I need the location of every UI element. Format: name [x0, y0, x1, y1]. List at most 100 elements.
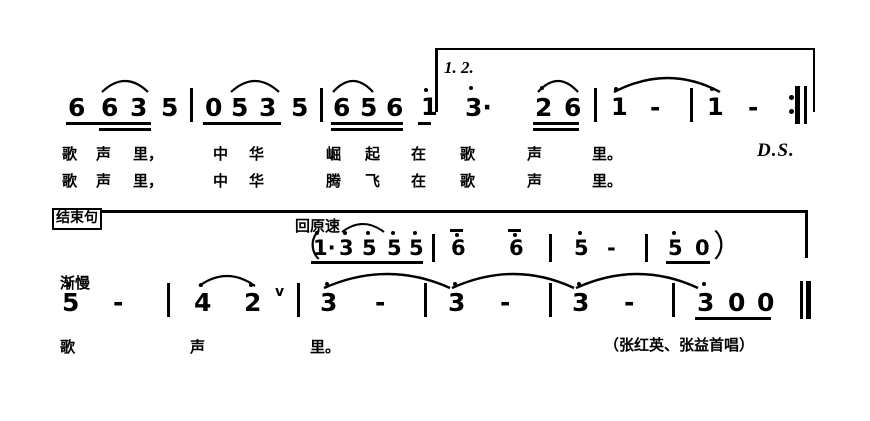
- octave-dot-high: [513, 233, 517, 237]
- note-6: 6: [564, 93, 582, 122]
- repeat-dot: [789, 95, 794, 100]
- lyric-char: 在: [411, 145, 427, 163]
- sustain-dash: -: [650, 93, 661, 122]
- barline: [190, 88, 193, 122]
- barline: [320, 88, 323, 122]
- beam: [666, 261, 710, 264]
- beam: [695, 317, 771, 320]
- note-5-high: 5: [668, 236, 683, 260]
- note-2-high: 2: [244, 288, 262, 317]
- octave-dot-high: [453, 282, 457, 286]
- tie: [451, 272, 575, 290]
- note-6: 6: [386, 93, 404, 122]
- ds-marking: D.S.: [757, 140, 795, 161]
- slur: [332, 79, 374, 93]
- barline: [167, 283, 170, 317]
- barline: [549, 234, 552, 262]
- beam: [331, 122, 403, 125]
- note-3-high: 3: [339, 236, 354, 260]
- octave-dot-high: [455, 233, 459, 237]
- barline: [690, 88, 693, 122]
- section-bracket-top: [52, 210, 807, 213]
- lyric-char: 歌: [62, 172, 78, 190]
- sustain-dash: -: [624, 288, 635, 317]
- lyric-char: 歌: [460, 172, 476, 190]
- tie: [323, 272, 451, 290]
- octave-dot-high: [67, 283, 71, 287]
- lyric-char: 里。: [592, 172, 623, 190]
- breath-mark: v: [275, 284, 285, 300]
- note-6: 6: [68, 93, 86, 122]
- repeat-dot: [789, 109, 794, 114]
- lyric-char: 起: [365, 145, 381, 163]
- lyric-char: 中: [213, 172, 229, 190]
- note-5-high: 5: [62, 288, 80, 317]
- octave-dot-high: [343, 231, 347, 235]
- lyric-char: 崛: [326, 145, 342, 163]
- sustain-dash: -: [607, 236, 616, 260]
- octave-dot-high: [469, 86, 473, 90]
- volta-right-leg: [812, 50, 815, 112]
- octave-dot-high: [315, 231, 319, 235]
- tie: [575, 272, 699, 290]
- open-paren: （: [290, 229, 321, 265]
- note-6: 6: [333, 93, 351, 122]
- beam-secondary: [533, 128, 579, 131]
- note-5: 5: [161, 93, 179, 122]
- slur: [341, 223, 385, 233]
- sustain-dash: -: [375, 288, 386, 317]
- note-6-high: 6: [451, 236, 466, 260]
- note-1-high: 1: [707, 93, 724, 121]
- note-6-high: 6: [509, 236, 524, 260]
- section-bracket-right-leg: [805, 210, 808, 258]
- barline: [424, 283, 427, 317]
- lyric-char: 华: [249, 172, 265, 190]
- beam: [533, 122, 579, 125]
- note-4-high: 4: [194, 288, 212, 317]
- slur: [230, 79, 280, 93]
- final-barline: [800, 281, 816, 319]
- lyric-char: 声: [527, 145, 543, 163]
- lyric-char: 里。: [310, 338, 341, 356]
- repeat-end-barline: [795, 86, 815, 124]
- tempo-marking-atempo: 回原速: [295, 217, 341, 235]
- slur: [537, 79, 579, 93]
- note-5-high: 5: [387, 236, 402, 260]
- note-5-high: 5: [574, 236, 589, 260]
- note-0: 0: [695, 236, 710, 260]
- close-paren: ）: [713, 229, 744, 265]
- note-0: 0: [205, 93, 223, 122]
- sustain-dash: -: [113, 288, 124, 317]
- beam: [418, 122, 431, 125]
- note-6: 6: [101, 93, 119, 122]
- sustain-dash: -: [748, 93, 759, 122]
- slur: [198, 275, 256, 287]
- lyric-char: 声: [190, 338, 206, 356]
- note-0: 0: [757, 288, 775, 317]
- beam: [66, 122, 151, 125]
- octave-dot-high: [391, 231, 395, 235]
- note-3: 3: [130, 93, 148, 122]
- lyric-char: 歌: [62, 145, 78, 163]
- octave-dot-high: [366, 231, 370, 235]
- lyric-char: 腾: [326, 172, 342, 190]
- note-2-high: 2: [535, 93, 553, 122]
- lyric-char: 声: [96, 145, 112, 163]
- note-5: 5: [360, 93, 378, 122]
- octave-dot-high: [413, 231, 417, 235]
- lyric-char: 声: [96, 172, 112, 190]
- octave-dot-high: [614, 87, 618, 91]
- octave-dot-high: [578, 231, 582, 235]
- note-3-high: 3: [697, 288, 715, 317]
- octave-dot-high: [424, 88, 428, 92]
- note-5-high: 5: [362, 236, 377, 260]
- lyric-char: 中: [213, 145, 229, 163]
- octave-dot-high: [672, 231, 676, 235]
- sustain-dash: -: [500, 288, 511, 317]
- tempo-marking-rit: 渐慢: [60, 274, 91, 292]
- note-5: 5: [231, 93, 249, 122]
- lyric-char: 飞: [365, 172, 381, 190]
- octave-dot-high: [325, 282, 329, 286]
- note-1-high: 1·: [313, 236, 336, 260]
